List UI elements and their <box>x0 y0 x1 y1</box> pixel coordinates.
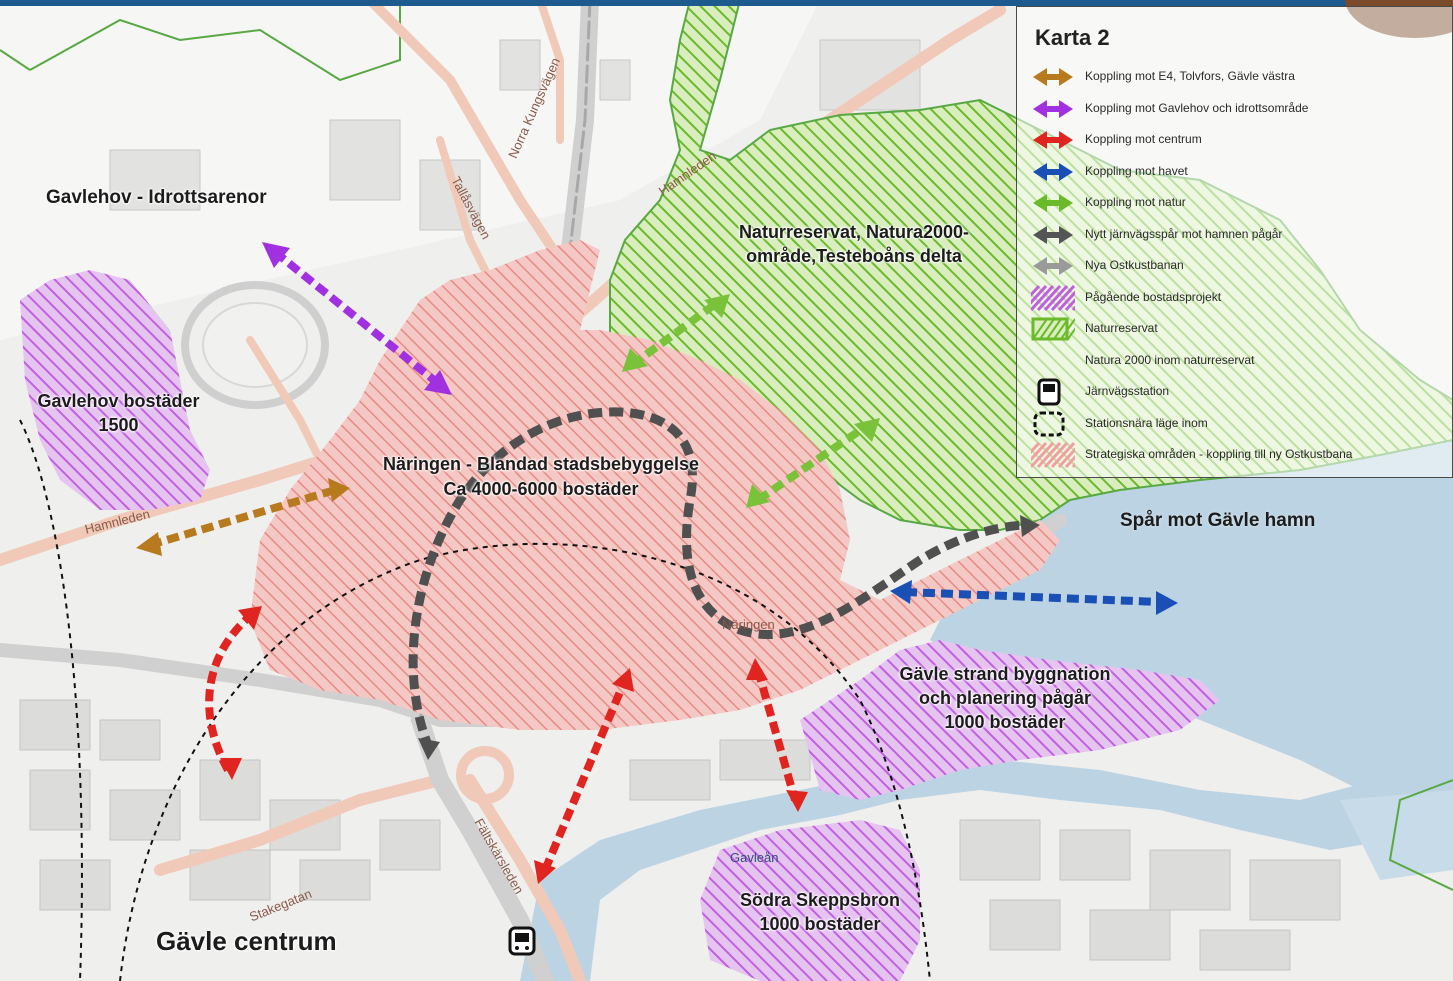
legend-label-link-havet: Koppling mot havet <box>1085 163 1188 178</box>
label-gavle-strand-line1: Gävle strand byggnation <box>899 664 1111 684</box>
label-gavlehov-bostader-line1: Gavlehov bostäder <box>37 391 200 411</box>
road-label-naringen: Näringen <box>722 617 775 632</box>
legend-title: Karta 2 <box>1035 25 1110 50</box>
legend-symbol-nature-reserve <box>1031 317 1075 341</box>
label-naringen-line1: Näringen - Blandad stadsbebyggelse <box>382 454 700 474</box>
legend-label-natura2000: Natura 2000 inom naturreservat <box>1085 352 1255 367</box>
legend-label-link-ostkustbanan: Nya Ostkustbanan <box>1085 258 1184 272</box>
legend-label-link-gavlehov: Koppling mot Gavlehov och idrottsområde <box>1085 100 1309 115</box>
legend-symbol-link-rail <box>1033 225 1073 244</box>
label-gavle-strand-line2: och planering pågår <box>918 688 1092 708</box>
legend-item-link-e4: Koppling mot E4, Tolvfors, Gävle västra <box>1031 63 1451 91</box>
legend-item-link-rail: Nytt järnvägsspår mot hamnen pågår <box>1031 221 1451 249</box>
legend-symbol-link-e4 <box>1033 68 1073 86</box>
legend-label-station: Järnvägsstation <box>1085 384 1170 398</box>
legend-item-link-havet: Koppling mot havet <box>1031 158 1451 186</box>
legend-label-planned-housing: Pågående bostadsprojekt <box>1085 289 1222 304</box>
legend-symbol-strategic-areas <box>1031 441 1075 469</box>
legend-item-strategic-areas: Strategiska områden - koppling till ny O… <box>1031 441 1451 469</box>
label-gavle-strand-line3: 1000 bostäder <box>944 712 1066 732</box>
legend-label-link-centrum: Koppling mot centrum <box>1085 132 1202 146</box>
legend-item-nature-reserve: Naturreservat <box>1031 315 1451 343</box>
legend-symbol-link-centrum <box>1033 131 1073 149</box>
legend-symbol-station <box>1037 378 1061 406</box>
label-naringen: Näringen - Blandad stadsbebyggelse Ca 40… <box>336 452 746 502</box>
legend-label-link-natur: Koppling mot natur <box>1085 195 1186 209</box>
label-gavlehov-bostader: Gavlehov bostäder 1500 <box>16 389 221 437</box>
legend-symbol-natura2000 <box>1031 347 1075 375</box>
legend-label-nature-reserve: Naturreservat <box>1085 321 1158 335</box>
legend-item-natura2000: Natura 2000 inom naturreservat <box>1031 347 1451 375</box>
label-sodra-line1: Södra Skeppsbron <box>739 890 901 910</box>
legend-item-station-location: Stationsnära läge inom <box>1031 410 1451 438</box>
label-gavle-centrum: Gävle centrum <box>156 926 337 956</box>
legend-label-strategic-areas: Strategiska områden - koppling till ny O… <box>1085 447 1353 461</box>
legend-symbol-station-location <box>1033 411 1065 436</box>
label-sodra-skeppsbron: Södra Skeppsbron 1000 bostäder <box>705 888 935 936</box>
legend-label-link-rail: Nytt järnvägsspår mot hamnen pågår <box>1085 226 1283 241</box>
legend-symbol-link-ostkustbanan <box>1033 257 1073 275</box>
legend-item-station: Järnvägsstation <box>1031 378 1451 406</box>
legend-symbol-link-gavlehov <box>1033 99 1073 118</box>
legend-item-link-centrum: Koppling mot centrum <box>1031 126 1451 154</box>
legend-label-station-location: Stationsnära läge inom <box>1085 415 1208 430</box>
label-sodra-line2: 1000 bostäder <box>759 914 881 934</box>
label-gavle-strand: Gävle strand byggnation och planering på… <box>860 662 1150 734</box>
map-legend: Karta 2 Koppling mot E4, Tolvfors, Gävle… <box>1016 6 1453 478</box>
water-label-gavlean: Gavleån <box>730 850 779 865</box>
legend-item-link-ostkustbanan: Nya Ostkustbanan <box>1031 252 1451 280</box>
label-naturreservat: Naturreservat, Natura2000- område,Testeb… <box>708 220 1000 268</box>
label-naturreservat-line2: område,Testeboåns delta <box>746 246 962 266</box>
legend-label-link-e4: Koppling mot E4, Tolvfors, Gävle västra <box>1085 69 1295 83</box>
label-gavlehov-bostader-line2: 1500 <box>98 415 139 435</box>
legend-symbol-link-havet <box>1033 162 1073 181</box>
legend-item-link-gavlehov: Koppling mot Gavlehov och idrottsområde <box>1031 95 1451 123</box>
legend-symbol-planned-housing <box>1031 284 1075 311</box>
legend-symbol-link-natur <box>1033 194 1073 212</box>
label-naturreservat-line1: Naturreservat, Natura2000- <box>738 222 970 242</box>
legend-item-link-natur: Koppling mot natur <box>1031 189 1451 217</box>
label-spar-hamn: Spår mot Gävle hamn <box>1120 510 1316 531</box>
label-gavlehov-idrott: Gavlehov - Idrottsarenor <box>46 187 267 208</box>
label-naringen-line2: Ca 4000-6000 bostäder <box>443 479 639 499</box>
legend-item-planned-housing: Pågående bostadsprojekt <box>1031 284 1451 312</box>
top-bar <box>0 0 1453 6</box>
